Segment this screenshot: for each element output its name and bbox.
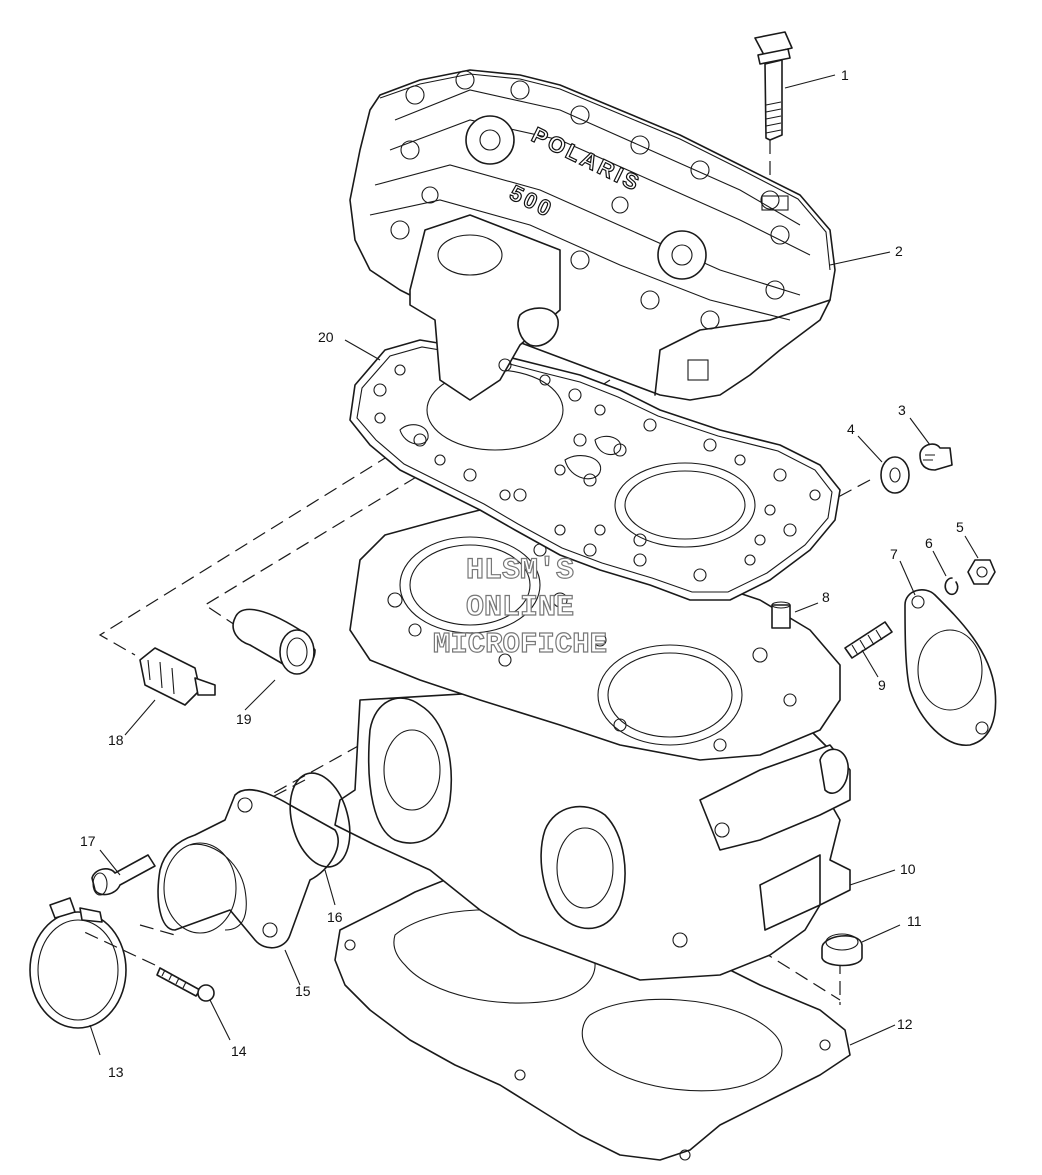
head-gasket bbox=[349, 339, 841, 601]
clamp-screw bbox=[156, 967, 215, 1002]
callout-1: 1 bbox=[841, 67, 849, 83]
callout-17: 17 bbox=[80, 833, 96, 849]
intake-bolt bbox=[91, 854, 156, 896]
callout-18: 18 bbox=[108, 732, 124, 748]
callout-5: 5 bbox=[956, 519, 964, 535]
coolant-fitting bbox=[232, 608, 316, 675]
intake-adapter bbox=[157, 789, 339, 949]
small-hardware bbox=[880, 443, 996, 596]
watermark-line-2: ONLINE bbox=[466, 591, 574, 625]
callout-3: 3 bbox=[898, 402, 906, 418]
leader-lines bbox=[89, 74, 979, 1056]
callout-4: 4 bbox=[847, 421, 855, 437]
head-bolt bbox=[754, 31, 793, 141]
coolant-outlet-housing bbox=[409, 214, 561, 401]
callout-19: 19 bbox=[236, 711, 252, 727]
callout-8: 8 bbox=[822, 589, 830, 605]
exhaust-gasket bbox=[904, 589, 997, 746]
callout-13: 13 bbox=[108, 1064, 124, 1080]
dowel-pin bbox=[771, 601, 791, 629]
o-ring bbox=[289, 772, 351, 868]
callout-10: 10 bbox=[900, 861, 916, 877]
callout-9: 9 bbox=[878, 677, 886, 693]
callout-labels: 1 2 3 4 5 6 7 8 9 10 11 12 13 14 15 16 1… bbox=[80, 67, 964, 1080]
hose-clamp bbox=[29, 897, 127, 1029]
callout-16: 16 bbox=[327, 909, 343, 925]
callout-7: 7 bbox=[890, 546, 898, 562]
temperature-sensor bbox=[139, 647, 216, 706]
callout-12: 12 bbox=[897, 1016, 913, 1032]
flange-nut bbox=[821, 933, 863, 967]
callout-15: 15 bbox=[295, 983, 311, 999]
watermark-line-3: MICROFICHE bbox=[433, 628, 607, 661]
callout-20: 20 bbox=[318, 329, 334, 345]
callout-11: 11 bbox=[907, 913, 922, 929]
exhaust-stud bbox=[844, 621, 893, 659]
cylinder bbox=[334, 509, 851, 981]
watermark: HLSM'S ONLINE MICROFICHE bbox=[432, 553, 607, 661]
gasket-holes bbox=[373, 364, 821, 582]
watermark-line-1: HLSM'S bbox=[466, 554, 574, 588]
callout-6: 6 bbox=[925, 535, 933, 551]
callout-2: 2 bbox=[895, 243, 903, 259]
callout-14: 14 bbox=[231, 1043, 247, 1059]
